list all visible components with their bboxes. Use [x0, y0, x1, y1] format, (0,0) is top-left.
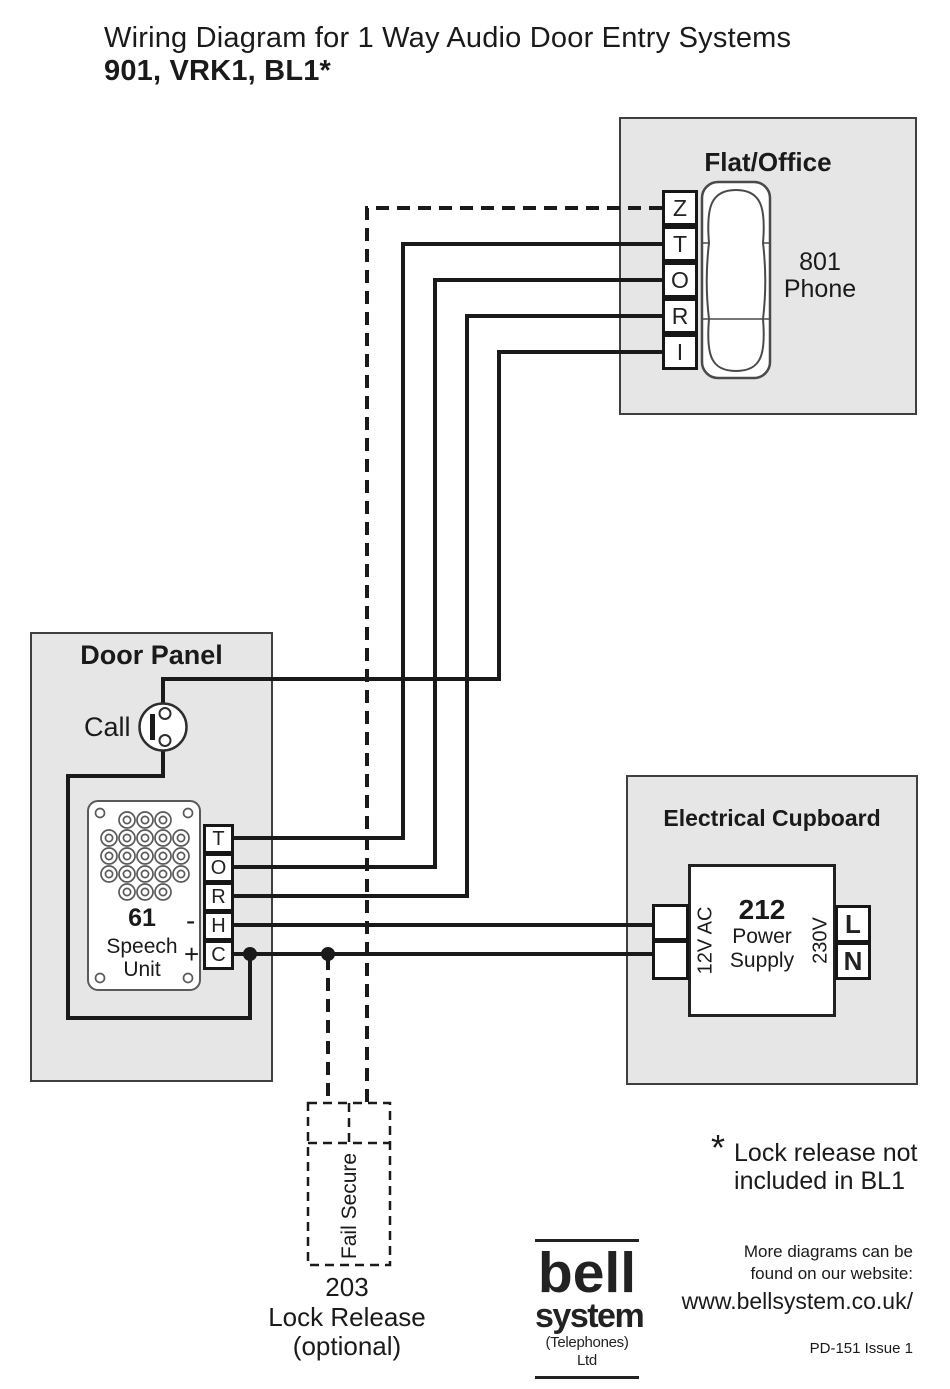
lock-release-model: 203 [325, 1272, 369, 1302]
psu-input-terminal-2 [652, 940, 689, 980]
phone-model: 801 [799, 248, 841, 276]
lock-release-label: 203 Lock Release (optional) [247, 1272, 447, 1362]
door-panel-title: Door Panel [80, 640, 223, 670]
wire-z-to-lock [365, 206, 662, 1103]
page-subtitle: 901, VRK1, BL1* [104, 55, 332, 87]
junction-dot [243, 947, 257, 961]
electrical-cupboard-title: Electrical Cupboard [663, 805, 881, 831]
terminal-r-door: R [203, 882, 234, 912]
wire-i-to-call [161, 350, 662, 710]
terminal-t-door: T [203, 824, 234, 854]
junction-dot [321, 947, 335, 961]
asterisk: * [711, 1127, 726, 1168]
call-label: Call [84, 712, 131, 742]
speech-unit-label: 61 Speech Unit [92, 904, 192, 982]
lock-release-note: (optional) [292, 1331, 402, 1361]
fail-secure-label: Fail Secure [338, 1152, 361, 1260]
wire-t [234, 242, 662, 840]
psu-model: 212 [738, 894, 786, 925]
terminal-i-phone: I [662, 334, 698, 370]
flat-office-title: Flat/Office [704, 147, 832, 177]
website-line-1: More diagrams can be [743, 1242, 913, 1261]
power-supply-label: 212 Power Supply [688, 895, 836, 973]
lock-release-name: Lock Release [268, 1301, 426, 1332]
logo-name: bell [537, 1241, 637, 1305]
phone-handset-icon [700, 180, 772, 380]
wire-call-to-c [66, 746, 252, 1020]
terminal-neutral: N [835, 942, 871, 980]
wire-r [234, 314, 662, 898]
power-supply-box [688, 864, 836, 1017]
website-line-2: found on our website: [750, 1264, 913, 1283]
phone-label: 801 Phone [775, 249, 865, 303]
terminal-t-phone: T [662, 226, 698, 262]
speech-unit-model: 61 [128, 904, 156, 932]
terminal-z: Z [662, 190, 698, 226]
psu-output-voltage-label: 230V [809, 917, 832, 964]
footnote-line-2: included in BL1 [734, 1167, 905, 1195]
logo-suffix: (Telephones) Ltd [545, 1334, 629, 1369]
page-title: Wiring Diagram for 1 Way Audio Door Entr… [104, 22, 792, 54]
psu-word-2: Supply [729, 949, 795, 972]
terminal-c-door: C [203, 940, 234, 970]
call-button-icon [138, 702, 188, 752]
wire-o [234, 278, 662, 869]
terminal-o-door: O [203, 853, 234, 883]
psu-word-1: Power [732, 925, 792, 948]
terminal-h-door: H [203, 911, 234, 941]
terminal-r-phone: R [662, 298, 698, 334]
plus-label: + [184, 939, 200, 969]
phone-word: Phone [783, 275, 857, 303]
terminal-live: L [835, 905, 871, 943]
psu-input-terminal-1 [652, 904, 689, 941]
logo-top-rule [535, 1239, 639, 1242]
logo-bottom-rule [535, 1376, 639, 1379]
bell-system-logo: bell system (Telephones) Ltd [535, 1239, 645, 1379]
terminal-o-phone: O [662, 262, 698, 298]
document-reference: PD-151 Issue 1 [809, 1340, 913, 1357]
logo-name-2: system [535, 1297, 645, 1335]
psu-input-voltage-label: 12V AC [694, 906, 717, 975]
speaker-grille-icon [100, 811, 190, 901]
footnote: * Lock release not included in BL1 [711, 1130, 918, 1196]
website-note: More diagrams can be found on our websit… [682, 1241, 913, 1314]
website-url: www.bellsystem.co.uk/ [681, 1288, 913, 1314]
speech-unit-name-1: Speech [106, 935, 178, 958]
speech-unit-name-2: Unit [123, 958, 161, 981]
lock-release-box [306, 1101, 392, 1267]
footnote-line-1: Lock release not [734, 1139, 918, 1167]
minus-label: - [186, 905, 196, 936]
